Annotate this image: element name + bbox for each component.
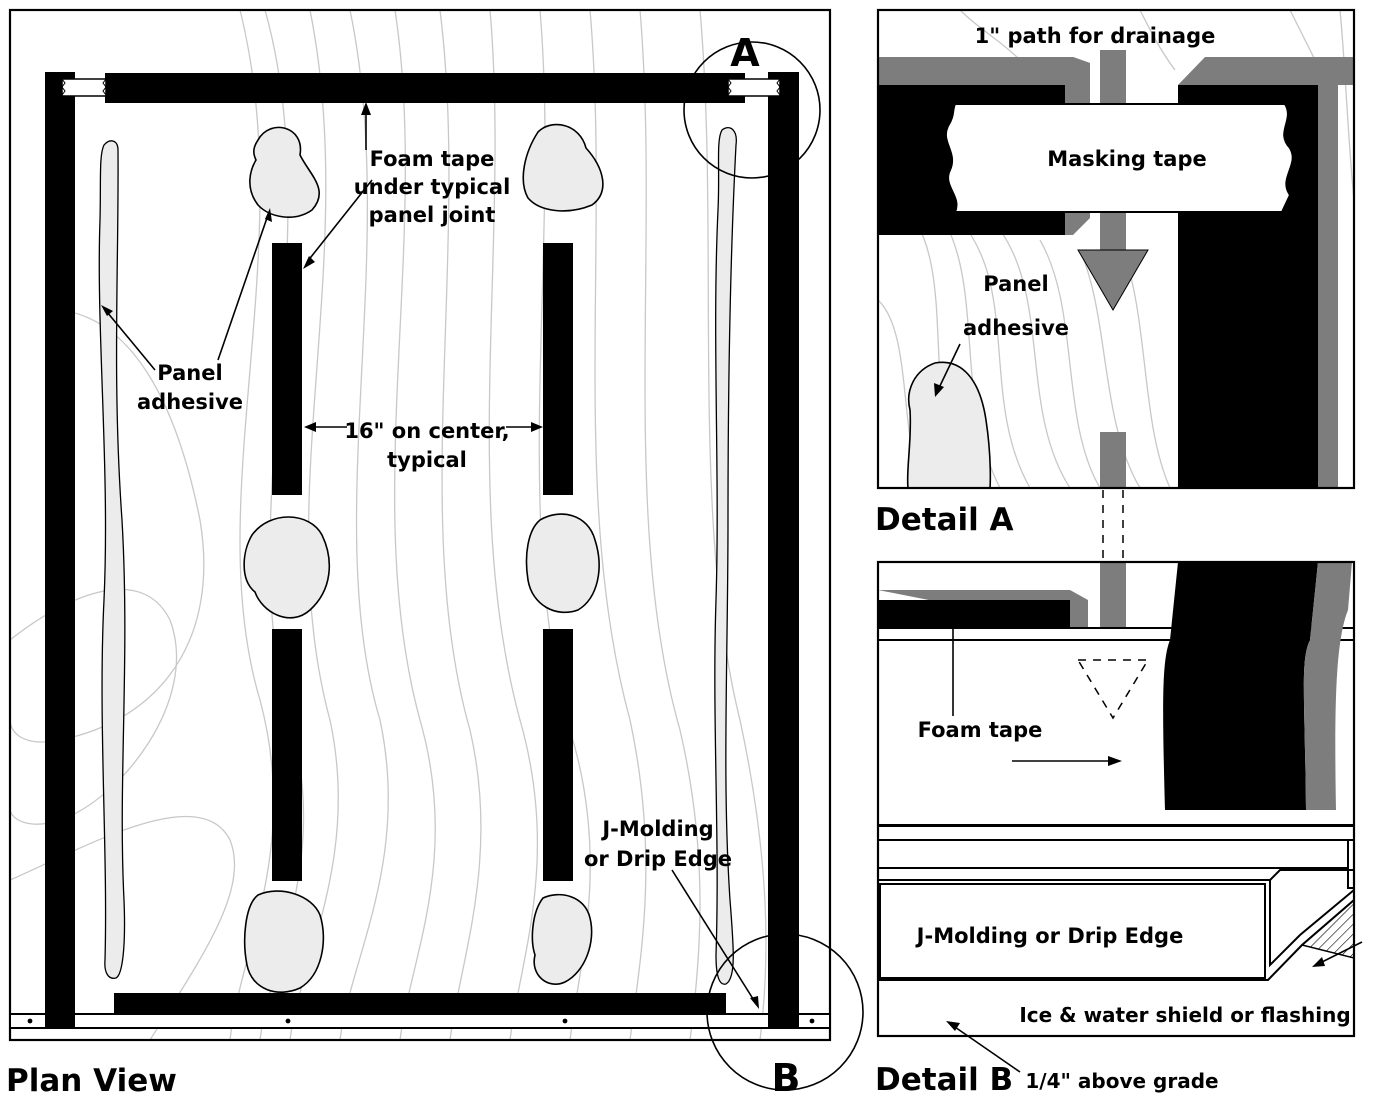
ice-water-shield-label: Ice & water shield or flashing	[1019, 1003, 1350, 1027]
detail-b-content	[878, 562, 1354, 1036]
detail-b-frame	[876, 560, 1356, 1038]
detail-b-top-furring	[878, 600, 1070, 628]
detail-b-grade-arrowhead	[946, 1021, 960, 1031]
ice-water-shield	[1300, 899, 1354, 959]
plan-right-furring	[768, 72, 799, 1028]
foam-tape-label-line-2: under typical	[354, 175, 511, 199]
adhesive-dab	[522, 123, 604, 212]
adhesive-dab	[525, 513, 600, 614]
grade-clearance-label: 1/4" above grade	[1025, 1069, 1218, 1093]
foam-tape-label-line-1: Foam tape	[370, 147, 495, 171]
on-center-label-line-2: typical	[387, 448, 467, 472]
detail-a-adhesive-leader	[937, 343, 961, 391]
detail-a-adhesive-label-line-1: Panel	[983, 272, 1048, 296]
detail-a-frame	[876, 8, 1356, 490]
detail-b-drainage-arrow-icon	[1076, 659, 1150, 720]
detail-b-title: Detail B	[875, 1062, 1013, 1098]
detail-b-side-furring	[1163, 562, 1318, 810]
plan-drip-edge	[9, 1013, 831, 1029]
panel-adhesive-label-line-1: Panel	[157, 361, 222, 385]
detail-a-callout-circle	[683, 41, 821, 179]
detail-b-j-molding-label: J-Molding or Drip Edge	[915, 924, 1184, 948]
j-molding-label-line-2: or Drip Edge	[584, 847, 732, 871]
j-molding-label-line-1: J-Molding	[600, 817, 713, 841]
adhesive-bead-right	[714, 127, 737, 985]
drainage-path-label: 1" path for drainage	[975, 24, 1216, 48]
detail-b-callout-circle	[706, 933, 864, 1091]
drainage-path-bar-lower	[1100, 432, 1126, 488]
foam-tape-strip	[543, 629, 573, 881]
foam-tape-strip	[272, 243, 302, 495]
detail-b-side-furring-edge	[1303, 562, 1352, 810]
masking-tape-label: Masking tape	[1047, 147, 1207, 171]
plan-bottom-furring	[114, 993, 726, 1013]
adhesive-bead-left	[98, 140, 126, 979]
plan-masking-tape-left	[61, 78, 107, 97]
detail-a-adhesive-label-line-2: adhesive	[963, 316, 1069, 340]
detail-a-title: Detail A	[875, 502, 1014, 538]
plan-view-title: Plan View	[6, 1063, 177, 1099]
panel-adhesive-label-line-2: adhesive	[137, 390, 243, 414]
plan-leader-lines	[101, 102, 759, 1009]
detail-a-masking-tape	[945, 103, 1294, 213]
foam-tape-label-line-3: panel joint	[369, 203, 496, 227]
detail-a-label-backdrop	[1060, 18, 1130, 50]
detail-b-foam-tape-arrowhead	[948, 607, 958, 620]
plan-top-furring	[105, 73, 745, 103]
detail-b: Foam tape J-Molding or Drip Edge Ice & w…	[875, 560, 1363, 1098]
drainage-arrow-icon	[1077, 249, 1149, 311]
detail-b-drainage-bar	[1100, 562, 1126, 628]
detail-a: Masking tape 1" path for drainage Panel …	[875, 8, 1356, 538]
detail-b-shield-arrowhead	[1312, 957, 1325, 967]
on-center-label-line-1: 16" on center,	[344, 419, 509, 443]
plan-view-frame	[8, 8, 832, 1042]
plan-view: A B Foam tape under typical panel joint …	[6, 8, 864, 1099]
detail-a-adhesive-arrowhead	[934, 383, 944, 397]
adhesive-dab	[243, 516, 331, 619]
detail-a-marker: A	[730, 31, 760, 75]
plan-masking-tape-right	[727, 78, 781, 97]
detail-a-adhesive-dab	[906, 361, 992, 489]
detail-connector	[1102, 490, 1124, 562]
adhesive-dab	[243, 890, 325, 993]
foam-tape-strip	[272, 629, 302, 881]
detail-b-panel-arrowhead	[1108, 756, 1122, 766]
adhesive-dab	[531, 893, 593, 985]
foam-tape-strip	[543, 243, 573, 495]
detail-b-marker: B	[772, 1056, 801, 1099]
plan-wood-grain	[10, 10, 767, 1040]
adhesive-dab	[249, 126, 320, 218]
plan-left-furring	[45, 72, 75, 1028]
detail-b-foam-tape-label: Foam tape	[918, 718, 1043, 742]
detail-b-grade-leader	[951, 1024, 1021, 1073]
